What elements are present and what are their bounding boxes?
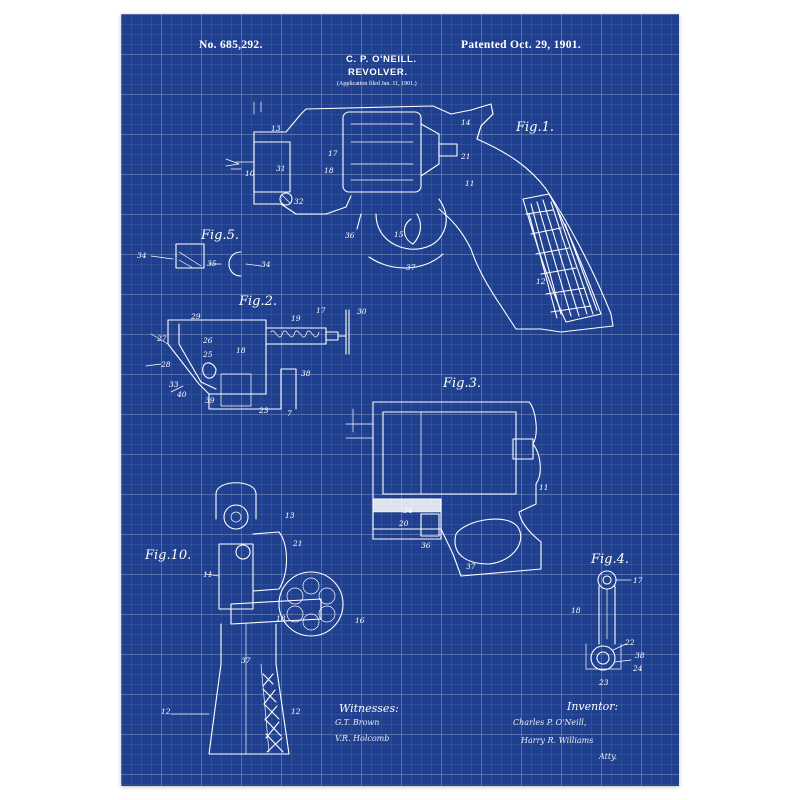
fig2-ref-17: 17 — [316, 306, 326, 315]
witnesses-label: Witnesses: — [339, 702, 399, 715]
fig1-ref-36: 36 — [345, 231, 355, 240]
fig5-label: Fig.5. — [201, 228, 240, 243]
fig3-ref-37: 37 — [466, 562, 476, 571]
fig2-ref-25: 25 — [203, 350, 213, 359]
fig10-ref-12b: 12 — [291, 707, 301, 716]
fig1-ref-17: 17 — [328, 149, 338, 158]
fig4-ref-38: 38 — [635, 651, 645, 660]
fig2-ref-29: 29 — [191, 312, 201, 321]
fig1-ref-11: 11 — [465, 179, 475, 188]
fig5-drawing — [150, 243, 262, 277]
fig10-ref-21: 21 — [293, 539, 303, 548]
fig2-ref-38: 38 — [301, 369, 311, 378]
fig1-ref-31: 31 — [276, 164, 286, 173]
fig4-ref-23: 23 — [599, 678, 609, 687]
fig4-ref-18: 18 — [571, 606, 581, 615]
patent-number: No. 685,292. — [199, 39, 263, 51]
witness-2-signature: V.R. Holcomb — [335, 734, 390, 743]
fig5-ref-34a: 34 — [137, 251, 147, 260]
fig1-revolver-drawing — [225, 101, 614, 333]
fig2-ref-30: 30 — [357, 307, 367, 316]
fig2-ref-33: 33 — [169, 380, 179, 389]
fig2-ref-40: 40 — [177, 390, 187, 399]
fig10-ref-16: 16 — [355, 616, 365, 625]
fig1-ref-32: 32 — [294, 197, 304, 206]
fig1-ref-18: 18 — [324, 166, 334, 175]
fig1-ref-12: 12 — [536, 277, 546, 286]
fig2-ref-39: 39 — [205, 396, 215, 405]
patent-date: Patented Oct. 29, 1901. — [461, 39, 581, 51]
fig1-ref-13: 13 — [271, 124, 281, 133]
fig4-label: Fig.4. — [591, 552, 630, 567]
fig1-ref-21: 21 — [461, 152, 471, 161]
patent-drawings — [145, 101, 632, 755]
fig4-ref-22: 22 — [625, 638, 635, 647]
fig4-drawing — [585, 570, 632, 671]
fig2-ref-18: 18 — [236, 346, 246, 355]
attorney-suffix: Atty. — [599, 752, 618, 761]
inventor-label: Inventor: — [567, 700, 619, 713]
fig2-ref-23: 23 — [259, 406, 269, 415]
fig10-ref-18: 18 — [276, 614, 286, 623]
inventor-name-header: C. P. O'NEILL. — [346, 54, 417, 65]
fig1-ref-37: 37 — [406, 263, 416, 272]
fig3-ref-11: 11 — [539, 483, 549, 492]
fig10-ref-13: 13 — [285, 511, 295, 520]
invention-title: REVOLVER. — [348, 67, 408, 78]
attorney-signature: Harry R. Williams — [521, 736, 594, 745]
fig1-ref-15: 15 — [394, 230, 404, 239]
fig3-ref-36: 36 — [421, 541, 431, 550]
blueprint-poster: No. 685,292. C. P. O'NEILL. REVOLVER. (A… — [121, 14, 679, 786]
fig1-label: Fig.1. — [516, 120, 555, 135]
fig2-ref-7: 7 — [287, 409, 292, 418]
fig2-ref-19: 19 — [291, 314, 301, 323]
fig1-ref-14: 14 — [461, 118, 471, 127]
fig2-ref-27: 27 — [157, 334, 167, 343]
application-filed: (Application filed Jan. 11, 1901.) — [337, 81, 417, 87]
fig2-drawing — [145, 309, 350, 410]
fig10-ref-11: 11 — [203, 570, 213, 579]
fig3-label: Fig.3. — [443, 376, 482, 391]
inventor-signature: Charles P. O'Neill, — [513, 718, 587, 727]
fig10-ref-12a: 12 — [161, 707, 171, 716]
fig3-drawing — [345, 401, 542, 577]
fig4-ref-24: 24 — [633, 664, 643, 673]
fig5-ref-34b: 34 — [261, 260, 271, 269]
fig3-ref-34: 34 — [403, 506, 413, 515]
fig2-ref-28: 28 — [161, 360, 171, 369]
fig10-drawing — [170, 482, 344, 755]
fig3-ref-20: 20 — [399, 519, 409, 528]
fig10-label: Fig.10. — [145, 548, 192, 563]
fig2-ref-26: 26 — [203, 336, 213, 345]
fig4-ref-17: 17 — [633, 576, 643, 585]
witness-1-signature: G.T. Brown — [335, 718, 380, 727]
fig2-label: Fig.2. — [239, 294, 278, 309]
fig10-ref-37: 37 — [241, 656, 251, 665]
fig1-ref-10: 10 — [245, 169, 255, 178]
fig5-ref-35: 35 — [207, 259, 217, 268]
